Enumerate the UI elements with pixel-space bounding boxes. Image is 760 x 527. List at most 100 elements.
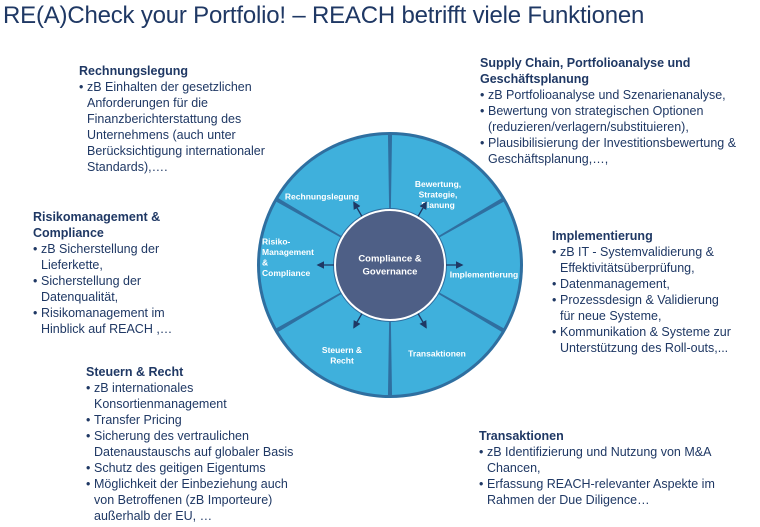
list-item: Kommunikation & Systeme zurUnterstützung…: [552, 324, 731, 356]
item-line: Transfer Pricing: [94, 413, 182, 427]
center-circle: [334, 209, 446, 321]
segment-transaktionen: [390, 294, 502, 395]
item-line: Erfassung REACH-relevanter Aspekte im: [487, 477, 715, 491]
segment-label-steuern: Steuern &: [322, 345, 362, 355]
arrow-4: [353, 313, 363, 329]
item-line: Schutz des geitigen Eigentums: [94, 461, 266, 475]
item-line: zB internationales: [94, 381, 194, 395]
list-item: zB Identifizierung und Nutzung von M&A Ch…: [479, 444, 715, 476]
rechnungslegung-heading: Rechnungslegung: [79, 63, 265, 79]
segment-label-risiko: &: [262, 258, 268, 268]
item-line: Unternehmens (auch unter: [87, 128, 236, 142]
item-line: Standards),….: [87, 160, 168, 174]
segment-steuern: [278, 294, 390, 395]
implementierung-heading: Implementierung: [552, 228, 731, 244]
implementierung-list: zB IT - Systemvalidierung & Effektivitäts…: [552, 244, 731, 356]
center-label-line: Compliance &: [358, 254, 421, 265]
item-line: Unterstützung des Roll-outs,...: [560, 341, 729, 355]
item-line: Datenmanagement,: [560, 277, 670, 291]
list-item: Erfassung REACH-relevanter Aspekte im Rah…: [479, 476, 715, 508]
list-item: Schutz des geitigen Eigentums: [86, 460, 293, 476]
segment-bewertung: [390, 135, 502, 236]
steuern-heading: Steuern & Recht: [86, 364, 293, 380]
transaktionen-list: zB Identifizierung und Nutzung von M&A Ch…: [479, 444, 715, 508]
item-line: Hinblick auf REACH ,…: [41, 322, 173, 336]
risiko-heading: Risikomanagement & Compliance: [33, 209, 172, 241]
transaktionen-block: TransaktionenzB Identifizierung und Nutz…: [479, 428, 715, 508]
risikomanagement-block: Risikomanagement &CompliancezB Sicherste…: [33, 209, 172, 337]
item-line: Risikomanagement im: [41, 306, 165, 320]
page-title: RE(A)Check your Portfolio! – REACH betri…: [3, 2, 645, 29]
supply-list: zB Portfolioanalyse und Szenarienanalyse…: [480, 87, 736, 167]
item-line: Datenqualität,: [41, 290, 119, 304]
center-label-line: Governance: [363, 267, 418, 278]
item-line: Effektivitätsüberprüfung,: [560, 261, 695, 275]
item-line: Datenaustauschs auf globaler Basis: [94, 445, 294, 459]
segment-label-bewertung: Strategie,: [419, 189, 458, 199]
segment-implementierung: [439, 201, 520, 329]
rechnungslegung-list: zB Einhalten der gesetzlichenAnforderung…: [79, 79, 265, 175]
segment-label-bewertung: Bewertung,: [415, 179, 461, 189]
item-line: zB IT - Systemvalidierung &: [560, 245, 714, 259]
item-line: Finanzberichterstattung des: [87, 112, 242, 126]
heading-line: Supply Chain, Portfolioanalyse und: [480, 56, 691, 70]
list-item: zB IT - Systemvalidierung & Effektivitäts…: [552, 244, 731, 276]
item-line: Geschäftsplanung,…,: [488, 152, 609, 166]
heading-line: Geschäftsplanung: [480, 72, 590, 86]
item-line: Möglichkeit der Einbeziehung auch: [94, 477, 288, 491]
item-line: Anforderungen für die: [87, 96, 208, 110]
risiko-list: zB Sicherstellung derLieferkette,Sichers…: [33, 241, 172, 337]
heading-line: Compliance: [33, 226, 104, 240]
segment-label-risiko: Management: [262, 247, 314, 257]
list-item: Plausibilisierung der Investitionsbewert…: [480, 135, 736, 167]
heading-line: Steuern & Recht: [86, 365, 184, 379]
steuern-list: zB internationalesKonsortienmanagementTr…: [86, 380, 293, 524]
segment-label-risiko: Risiko-: [262, 237, 291, 247]
item-line: (reduzieren/verlagern/substituieren),: [488, 120, 689, 134]
list-item: Sicherung des vertraulichenDatenaustausc…: [86, 428, 293, 460]
list-item: Datenmanagement,: [552, 276, 731, 292]
segment-label-risiko: Compliance: [262, 268, 310, 278]
segment-label-implementierung: Implementierung: [450, 269, 518, 279]
item-line: zB Einhalten der gesetzlichen: [87, 80, 252, 94]
item-line: Bewertung von strategischen Optionen: [488, 104, 704, 118]
item-line: zB Identifizierung und Nutzung von M&A: [487, 445, 712, 459]
heading-line: Rechnungslegung: [79, 64, 189, 78]
item-line: Sicherung des vertraulichen: [94, 429, 249, 443]
implementierung-block: ImplementierungzB IT - Systemvalidierung…: [552, 228, 731, 356]
item-line: zB Portfolioanalyse und Szenarienanalyse…: [488, 88, 726, 102]
rechnungslegung-block: RechnungslegungzB Einhalten der gesetzli…: [79, 63, 265, 175]
list-item: zB Portfolioanalyse und Szenarienanalyse…: [480, 87, 736, 103]
segment-label-steuern: Recht: [330, 356, 354, 366]
list-item: Bewertung von strategischen Optionen (red…: [480, 103, 736, 135]
item-line: Prozessdesign & Validierung: [560, 293, 719, 307]
heading-line: Risikomanagement &: [33, 210, 161, 224]
item-line: von Betroffenen (zB Importeure): [94, 493, 273, 507]
segment-risiko: [260, 201, 341, 329]
item-line: Lieferkette,: [41, 258, 103, 272]
arrow-1: [417, 201, 427, 217]
item-line: Berücksichtigung internationaler: [87, 144, 265, 158]
list-item: Transfer Pricing: [86, 412, 293, 428]
list-item: Möglichkeit der Einbeziehung auch von Bet…: [86, 476, 293, 524]
item-line: Plausibilisierung der Investitionsbewert…: [488, 136, 737, 150]
segment-label-rechnungslegung: Rechnungslegung: [285, 191, 359, 201]
segment-label-bewertung: Planung: [421, 200, 455, 210]
segment-rechnungslegung: [278, 135, 390, 236]
item-line: Kommunikation & Systeme zur: [560, 325, 731, 339]
center-label: Compliance & Governance: [358, 254, 421, 278]
item-line: Rahmen der Due Diligence…: [487, 493, 650, 507]
arrow-3: [417, 313, 427, 329]
steuern-recht-block: Steuern & RechtzB internationalesKonsort…: [86, 364, 293, 524]
item-line: zB Sicherstellung der: [41, 242, 160, 256]
heading-line: Implementierung: [552, 229, 653, 243]
item-line: Chancen,: [487, 461, 541, 475]
list-item: Risikomanagement im Hinblick auf REACH ,…: [33, 305, 172, 337]
